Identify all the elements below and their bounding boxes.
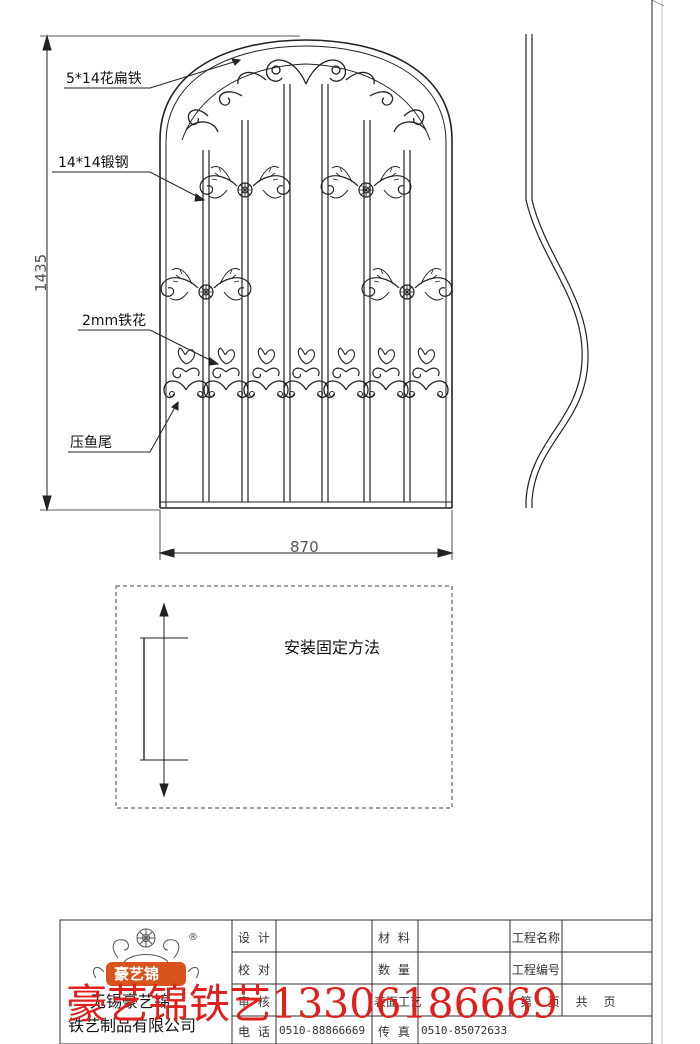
phone-label: 电 话 xyxy=(238,1025,272,1039)
arch-scrolls xyxy=(185,59,427,133)
company-logo: 豪艺锦 ® xyxy=(93,928,199,986)
callout-iron-flower: 2mm铁花 xyxy=(82,313,146,329)
phone-watermark: 豪艺锦铁艺13306186669 xyxy=(66,980,558,1028)
page-frame xyxy=(651,0,665,1044)
check-label: 校 对 xyxy=(238,962,272,977)
fax-value: 0510-85072633 xyxy=(421,1024,507,1037)
phone-value: 0510-88866669 xyxy=(279,1024,365,1037)
side-profile xyxy=(525,34,589,508)
gate-elevation xyxy=(159,39,453,509)
install-title: 安装固定方法 xyxy=(284,638,380,657)
install-box xyxy=(115,585,453,809)
material-label: 材 料 xyxy=(378,931,412,945)
width-value: 870 xyxy=(290,538,319,556)
lower-scroll-row xyxy=(163,347,449,399)
project-name-label: 工程名称 xyxy=(512,930,560,945)
company-line-1: 无锡豪艺锦 xyxy=(90,992,170,1011)
design-label: 设 计 xyxy=(238,931,272,945)
quantity-label: 数 量 xyxy=(378,962,412,977)
project-number-label: 工程编号 xyxy=(512,962,560,977)
title-block xyxy=(59,919,653,1044)
surface-label: 表面工艺 xyxy=(374,995,422,1009)
height-value: 1435 xyxy=(32,254,50,292)
flower-ornaments xyxy=(160,165,453,301)
callout-flat-iron: 5*14花扁铁 xyxy=(66,71,142,87)
gate-frame xyxy=(159,39,453,508)
gate-bars xyxy=(202,84,411,502)
height-dimension xyxy=(40,34,300,512)
logo-text: 豪艺锦 xyxy=(114,965,159,983)
review-label: 审 核 xyxy=(238,994,272,1009)
callout-forged-steel: 14*14锻钢 xyxy=(58,155,129,171)
registered-mark: ® xyxy=(188,932,198,943)
callout-leaders xyxy=(52,58,242,453)
callout-fishtail: 压鱼尾 xyxy=(70,434,112,451)
width-dimension xyxy=(158,510,454,560)
fax-label: 传 真 xyxy=(378,1024,412,1039)
company-line-2: 铁艺制品有限公司 xyxy=(68,1016,196,1035)
page-label: 第 页 共 页 xyxy=(520,995,621,1009)
